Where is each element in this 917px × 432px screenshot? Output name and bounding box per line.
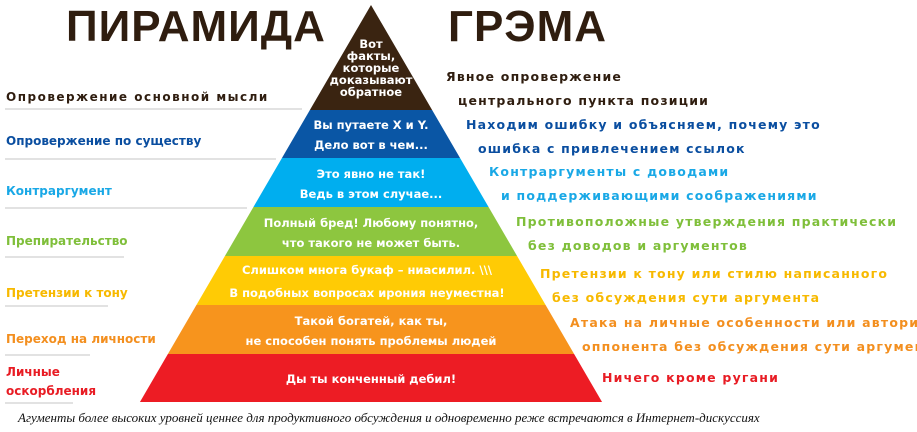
divider [5, 305, 108, 307]
pyramid-level-3 [253, 158, 489, 207]
divider [5, 158, 276, 160]
pyramid-level-4 [224, 207, 518, 256]
divider [5, 402, 73, 404]
description-line: Претензии к тону или стилю написанного [540, 266, 889, 281]
example-line: Вы путаете X и Y. [313, 118, 429, 132]
level-name: Претензии к тону [6, 286, 128, 300]
level-example: Ды ты конченный дебил! [286, 369, 456, 389]
divider [5, 256, 124, 258]
description-line: без доводов и аргументов [528, 238, 748, 253]
title-right: ГРЭМА [448, 2, 608, 51]
example-line: Такой богатей, как ты, [294, 313, 448, 328]
example-line: Слишком многа букаф – ниасилил. \\\ [241, 262, 493, 277]
pyramid-level-1 [309, 5, 433, 110]
description-line: ошибка с привлечением ссылок [478, 141, 746, 156]
description-line: Ничего кроме ругани [602, 370, 780, 385]
level-name: Личные оскорбления [6, 365, 97, 398]
example-line: которые [342, 61, 400, 75]
example-line: В подобных вопросах ирония неуместна! [229, 285, 505, 300]
level-example: Такой богатей, как ты, не способен понять… [246, 311, 497, 351]
level-example: Полный бред! Любому понятно, что такого н… [264, 213, 479, 253]
divider [5, 207, 247, 209]
level-description: Претензии к тону или стилю написанного бе… [540, 262, 888, 310]
pyramid-level-7 [139, 354, 603, 402]
level-name: Контраргумент [6, 184, 112, 198]
level-name: Опровержение по существу [6, 134, 202, 148]
description-line: Контраргументы с доводами [489, 164, 730, 179]
pyramid-level-6 [167, 305, 575, 354]
description-line: и поддерживающими соображениями [501, 188, 818, 203]
example-line: Это явно не так! [316, 166, 426, 181]
level-example: Вы путаете X и Y. Дело вот в чем... [313, 115, 428, 155]
example-line: что такого не может быть. [281, 235, 461, 250]
title-left: ПИРАМИДА [66, 2, 326, 51]
description-line: Явное опровержение [446, 69, 623, 84]
description-line: без обсуждения сути аргумента [552, 290, 821, 305]
level-description: Противоположные утверждения практически б… [516, 210, 897, 258]
level-name: Опровержение основной мысли [6, 90, 269, 104]
pyramid-level-2 [281, 110, 461, 158]
description-line: центрального пункта позиции [458, 93, 710, 108]
level-description: Контраргументы с доводами и поддерживающи… [489, 160, 818, 208]
caption: Агументы более высоких уровней ценнее дл… [18, 410, 760, 425]
description-line: Противоположные утверждения практически [516, 214, 898, 229]
example-line: Ведь в этом случае... [299, 186, 443, 201]
pyramid-level-5 [196, 256, 546, 305]
description-line: Находим ошибку и объясняем, почему это [466, 117, 821, 132]
example-line: Вот [359, 37, 383, 51]
level-example: Слишком многа букаф – ниасилил. \\\ В под… [229, 259, 504, 305]
level-description: Находим ошибку и объясняем, почему это ош… [466, 113, 821, 161]
level-example: Это явно не так! Ведь в этом случае... [300, 164, 443, 204]
divider [5, 354, 90, 356]
example-line: Дело вот в чем... [314, 138, 428, 152]
level-description: Атака на личные особенности или авторите… [570, 311, 917, 359]
divider [5, 108, 302, 110]
example-line: Ды ты конченный дебил! [285, 372, 457, 386]
level-name: Переход на личности [6, 332, 156, 346]
description-line: оппонента без обсуждения сути аргумента [582, 339, 917, 354]
example-line: доказывают [329, 73, 413, 87]
level-description: Явное опровержение центрального пункта по… [446, 65, 709, 113]
description-line: Атака на личные особенности или авторите… [570, 315, 917, 330]
level-name: Препирательство [6, 234, 128, 248]
example-line: Полный бред! Любому понятно, [263, 215, 479, 230]
example-line: обратное [339, 85, 403, 99]
example-line: факты, [346, 49, 396, 63]
level-description: Ничего кроме ругани [602, 366, 779, 390]
example-line: не способен понять проблемы людей [245, 333, 497, 348]
